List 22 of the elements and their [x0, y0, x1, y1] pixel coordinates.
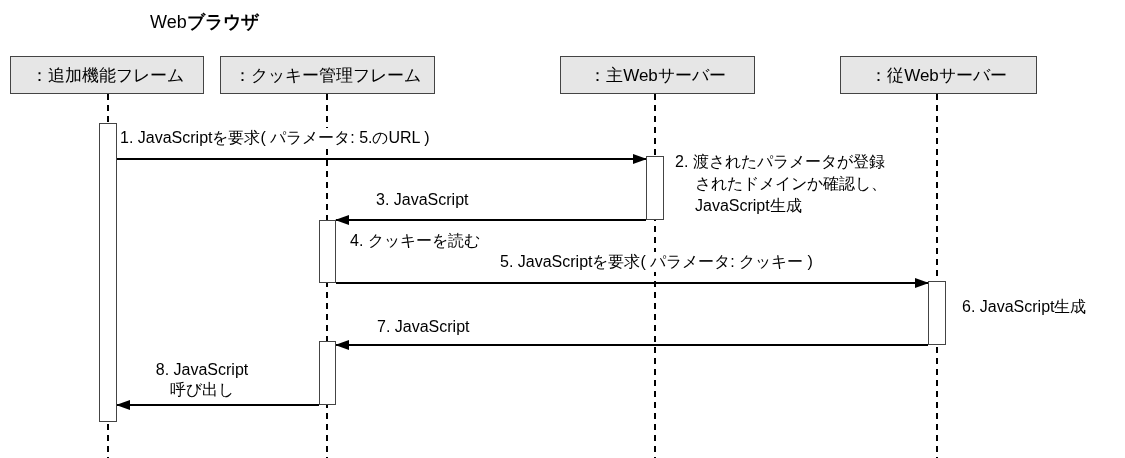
message-arrow [335, 340, 929, 350]
edge-label: 5. JavaScriptを要求( パラメータ: クッキー ) [500, 252, 813, 272]
message-arrow [116, 154, 647, 164]
activation-bar [928, 281, 946, 345]
note-text: 2. 渡されたパラメータが登録されたドメインか確認し、JavaScript生成 [675, 152, 888, 216]
participant-box: ：従Webサーバー [840, 56, 1037, 94]
activation-bar [319, 341, 336, 405]
participant-box: ：クッキー管理フレーム [220, 56, 435, 94]
message-arrow [116, 400, 320, 410]
title: Webブラウザ [150, 11, 259, 34]
note-text: 4. クッキーを読む [350, 231, 481, 251]
message-arrow [335, 278, 929, 288]
note-text: 6. JavaScript生成 [962, 297, 1088, 317]
activation-bar [99, 123, 117, 422]
activation-bar [646, 156, 664, 220]
edge-label: 3. JavaScript [376, 190, 469, 210]
participant-box: ：追加機能フレーム [10, 56, 204, 94]
edge-label: 7. JavaScript [377, 317, 470, 337]
activation-bar [319, 220, 336, 283]
participant-box: ：主Webサーバー [560, 56, 755, 94]
edge-label: 1. JavaScriptを要求( パラメータ: 5.のURL ) [120, 128, 430, 148]
message-arrow [335, 215, 647, 225]
